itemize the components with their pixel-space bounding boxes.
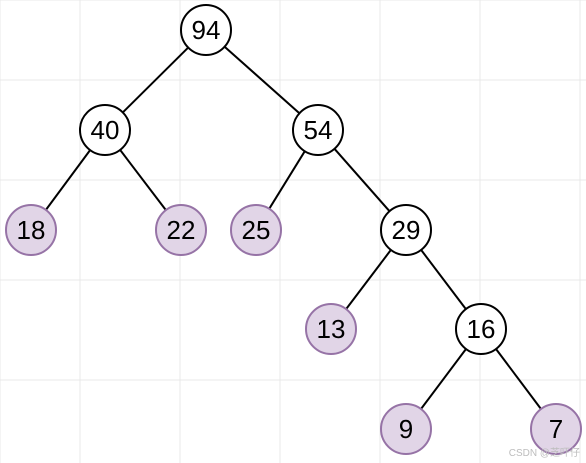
tree-node-18: 18 — [5, 204, 57, 256]
tree-edge-29-16 — [420, 249, 467, 310]
tree-edge-40-22 — [119, 149, 167, 211]
tree-node-54: 54 — [292, 104, 344, 156]
tree-node-40: 40 — [79, 104, 131, 156]
tree-node-label: 54 — [304, 115, 333, 145]
tree-edge-54-29 — [333, 148, 391, 212]
tree-node-29: 29 — [380, 204, 432, 256]
tree-edge-54-25 — [268, 150, 306, 210]
tree-node-label: 40 — [91, 115, 120, 145]
tree-node-label: 29 — [392, 215, 421, 245]
tree-node-13: 13 — [305, 303, 357, 355]
tree-edges — [45, 45, 542, 410]
tree-node-circle — [305, 303, 357, 355]
tree-node-circle — [5, 204, 57, 256]
tree-node-94: 94 — [180, 4, 232, 56]
tree-edge-16-9 — [420, 348, 467, 410]
tree-node-label: 25 — [242, 215, 271, 245]
tree-node-circle — [530, 403, 582, 455]
tree-edge-94-40 — [122, 46, 189, 114]
tree-node-label: 16 — [467, 314, 496, 344]
csdn-watermark: CSDN @芝吓仔 — [508, 448, 580, 459]
tree-node-25: 25 — [230, 204, 282, 256]
tree-node-label: 18 — [17, 215, 46, 245]
tree-node-circle — [455, 303, 507, 355]
tree-nodes: 94 40 54 18 22 25 29 13 16 9 7 — [5, 4, 582, 455]
tree-node-circle — [380, 403, 432, 455]
tree-edge-16-7 — [495, 348, 542, 410]
tree-node-circle — [292, 104, 344, 156]
tree-node-circle — [79, 104, 131, 156]
tree-node-label: 9 — [399, 414, 413, 444]
tree-node-label: 13 — [317, 314, 346, 344]
tree-edge-29-13 — [345, 249, 392, 310]
tree-node-circle — [155, 204, 207, 256]
tree-node-9: 9 — [380, 403, 432, 455]
tree-node-22: 22 — [155, 204, 207, 256]
tree-node-label: 7 — [549, 414, 563, 444]
tree-node-16: 16 — [455, 303, 507, 355]
tree-node-label: 94 — [192, 15, 221, 45]
tree-node-circle — [180, 4, 232, 56]
tree-edge-40-18 — [45, 149, 91, 211]
tree-node-circle — [230, 204, 282, 256]
tree-node-7: 7 — [530, 403, 582, 455]
tree-node-label: 22 — [167, 215, 196, 245]
tree-edge-94-54 — [223, 45, 301, 115]
tree-node-circle — [380, 204, 432, 256]
